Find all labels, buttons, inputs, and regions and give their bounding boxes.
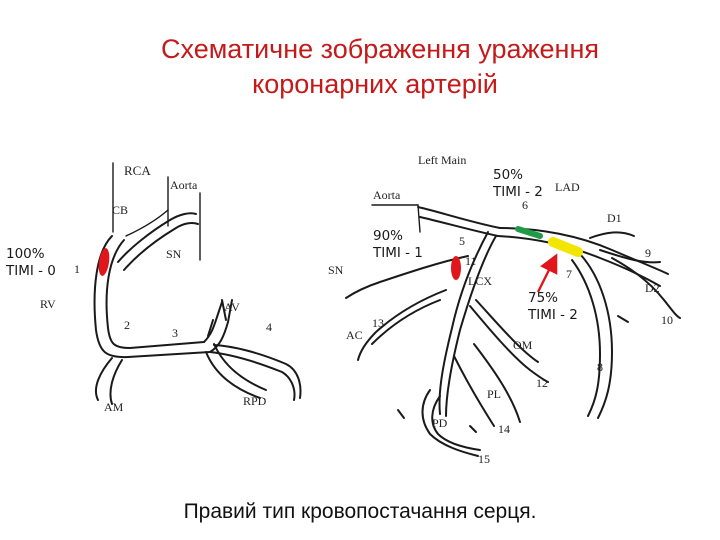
pl-label: PL	[487, 387, 501, 401]
rca-occlusion-timi: TIMI - 0	[6, 263, 56, 279]
lca-seg11-label: 11	[465, 254, 477, 268]
lad-label: LAD	[555, 180, 580, 194]
lca-seg9-label: 9	[645, 246, 651, 260]
lad-50-annotation: 50% TIMI - 2	[493, 167, 543, 201]
slide-title-line-2: коронарних артерій	[252, 69, 498, 99]
rca-occlusion-annotation: 100% TIMI - 0	[6, 246, 56, 280]
left-main-label: Left Main	[418, 153, 466, 167]
lca-seg7-label: 7	[566, 267, 572, 281]
lca-tree	[345, 204, 681, 457]
ac-label: AC	[346, 328, 363, 342]
rv-label: RV	[40, 297, 56, 311]
rca-seg4-label: 4	[266, 320, 272, 334]
lca-aorta-label: Aorta	[373, 188, 401, 202]
rca-seg2-label: 2	[124, 318, 130, 332]
slide-title-line-1: Схематичне зображення ураження	[161, 34, 599, 64]
lca-seg10-label: 10	[661, 313, 673, 327]
lca-seg15-label: 15	[478, 452, 490, 466]
lad-75-annotation: 75% TIMI - 2	[528, 290, 578, 324]
slide-caption: Правий тип кровопостачання серця.	[183, 500, 537, 523]
pd-label: PD	[432, 416, 448, 430]
am-label: AM	[104, 400, 124, 414]
lca-seg12-label: 12	[536, 376, 548, 390]
lad-75-arrow-icon	[536, 253, 558, 293]
rca-sn-label: SN	[166, 247, 182, 261]
lca-seg5-label: 5	[459, 234, 465, 248]
lad-50-percent: 50%	[493, 167, 524, 183]
rca-occlusion-marker	[98, 248, 110, 276]
lcx-stenosis-marker	[451, 256, 461, 280]
lca-seg6-label: 6	[522, 198, 528, 212]
lad-50-marker	[515, 226, 543, 239]
lad-75-percent: 75%	[528, 290, 559, 306]
rpd-label: RPD	[243, 394, 267, 408]
lcx-stenosis-annotation: 90% TIMI - 1	[373, 228, 423, 262]
lca-sn-label: SN	[328, 263, 344, 277]
lca-seg13-label: 13	[372, 316, 384, 330]
rca-aorta-label: Aorta	[170, 178, 198, 192]
rca-label: RCA	[124, 163, 151, 178]
rca-occlusion-percent: 100%	[6, 246, 45, 262]
lca-seg8-label: 8	[597, 360, 603, 374]
d1-label: D1	[607, 211, 622, 225]
lad-75-timi: TIMI - 2	[528, 307, 578, 323]
av-label: AV	[224, 300, 240, 314]
d2-label: D2	[645, 281, 660, 295]
lcx-label: LCX	[468, 274, 492, 288]
lad-75-marker	[548, 237, 583, 257]
cb-label: CB	[112, 203, 128, 217]
om-label: OM	[513, 338, 533, 352]
rca-seg3-label: 3	[172, 326, 178, 340]
lcx-stenosis-timi: TIMI - 1	[373, 245, 423, 261]
lad-50-timi: TIMI - 2	[493, 184, 543, 200]
lcx-stenosis-percent: 90%	[373, 228, 404, 244]
rca-seg1-label: 1	[74, 262, 80, 276]
lca-seg14-label: 14	[498, 422, 510, 436]
rca-tree	[93, 162, 302, 405]
